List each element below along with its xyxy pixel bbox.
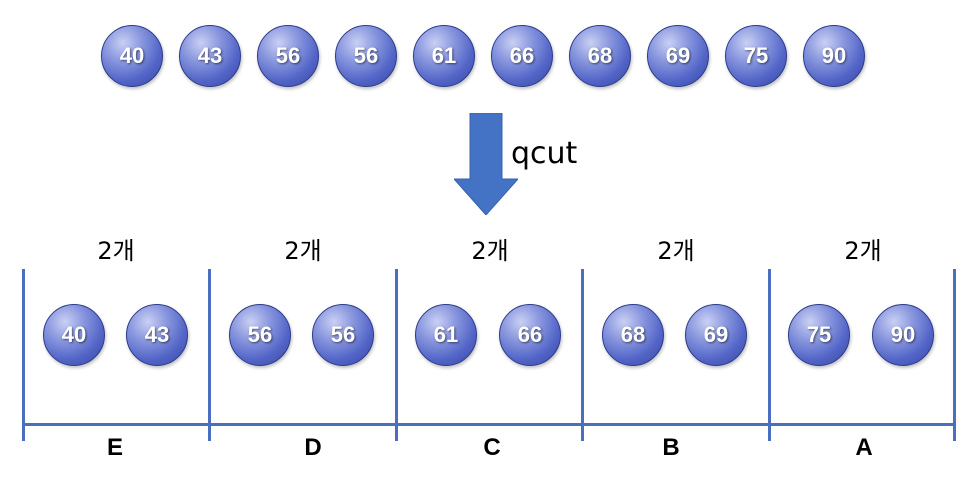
bin-grade-label: E	[106, 434, 123, 461]
bin-divider	[953, 269, 956, 441]
bin-ball: 68	[602, 304, 664, 366]
top-ball: 90	[803, 25, 865, 87]
top-ball: 66	[491, 25, 553, 87]
bin-ball: 66	[499, 304, 561, 366]
bin-ball: 75	[788, 304, 850, 366]
bin-grade-label: C	[483, 434, 501, 461]
top-ball: 68	[569, 25, 631, 87]
bin-count-label: 2개	[471, 237, 509, 265]
bin-divider	[22, 269, 25, 441]
bin-divider	[208, 269, 211, 441]
top-ball: 69	[647, 25, 709, 87]
bin-divider	[395, 269, 398, 441]
bin-ball: 69	[685, 304, 747, 366]
bin-grade-label: D	[304, 434, 322, 461]
bin-divider	[581, 269, 584, 441]
down-arrow-icon	[454, 113, 518, 215]
top-ball: 56	[335, 25, 397, 87]
top-ball: 40	[101, 25, 163, 87]
bin-ball: 40	[43, 304, 105, 366]
bin-count-label: 2개	[97, 237, 135, 265]
top-ball: 43	[179, 25, 241, 87]
arrow-label: qcut	[511, 136, 578, 171]
bin-count-label: 2개	[657, 237, 695, 265]
bin-ball: 56	[229, 304, 291, 366]
bin-ball: 90	[872, 304, 934, 366]
bin-count-label: 2개	[284, 237, 322, 265]
top-ball: 56	[257, 25, 319, 87]
bin-count-label: 2개	[844, 237, 882, 265]
bin-ball: 56	[312, 304, 374, 366]
top-ball: 61	[413, 25, 475, 87]
bin-grade-label: B	[662, 434, 680, 461]
bin-divider	[768, 269, 771, 441]
bin-baseline	[22, 423, 956, 426]
bin-ball: 43	[126, 304, 188, 366]
top-ball: 75	[725, 25, 787, 87]
bin-ball: 61	[415, 304, 477, 366]
bin-grade-label: A	[855, 434, 873, 461]
